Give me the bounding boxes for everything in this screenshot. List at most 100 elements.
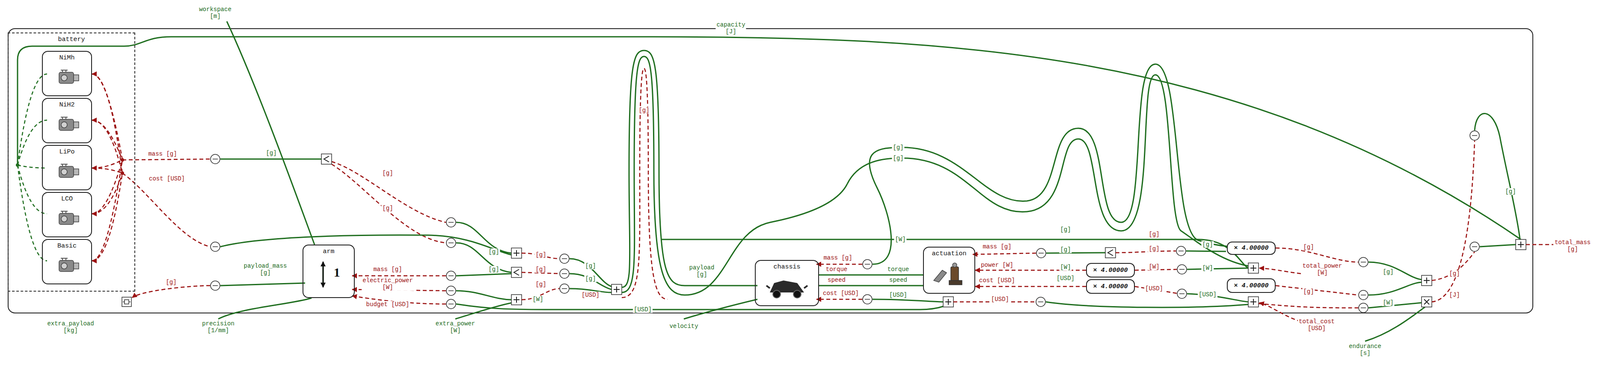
node-title: NiH2 bbox=[42, 101, 92, 109]
function-label: velocity bbox=[668, 323, 699, 330]
frame bbox=[8, 28, 1533, 314]
connector-circle bbox=[1036, 248, 1046, 259]
node-title: battery bbox=[8, 35, 135, 44]
component-box: Basic bbox=[41, 239, 93, 285]
function-label: precision [1/mm] bbox=[201, 320, 236, 335]
node-title: Basic bbox=[42, 242, 92, 250]
resource-label: speed bbox=[826, 276, 847, 284]
function-wire bbox=[569, 258, 612, 287]
connector-circle bbox=[559, 254, 570, 264]
function-wire bbox=[1045, 302, 1249, 308]
resource-wire bbox=[122, 159, 211, 161]
edge-label: cost [USD] bbox=[978, 277, 1016, 285]
function-wire bbox=[456, 243, 512, 273]
function-wire bbox=[456, 222, 512, 254]
component-box: arm1 bbox=[302, 244, 355, 299]
function-wire bbox=[1187, 293, 1249, 303]
resource-wire bbox=[132, 285, 211, 298]
multiplier-box: × 4.00000 bbox=[1226, 278, 1276, 294]
resource-wire bbox=[92, 173, 123, 262]
function-wire bbox=[869, 64, 1227, 265]
function-label: [USD] bbox=[1055, 275, 1076, 283]
function-label: payload_mass [g] bbox=[243, 262, 288, 277]
connector-circle bbox=[1469, 242, 1480, 252]
resource-label: total_cost [USD] bbox=[1297, 318, 1336, 333]
resource-label: total_mass [g] bbox=[1553, 239, 1592, 253]
icon bbox=[766, 280, 808, 299]
frame bbox=[949, 280, 962, 285]
resource-wire bbox=[331, 161, 446, 223]
function-label: endurance [s] bbox=[1347, 343, 1383, 357]
battery-icon bbox=[59, 211, 79, 225]
resource-wire bbox=[92, 74, 123, 174]
component-box: chassis bbox=[754, 260, 820, 307]
resource-wire bbox=[972, 253, 1036, 255]
function-wire bbox=[1186, 251, 1226, 252]
resource-wire bbox=[1431, 140, 1475, 303]
resource-label: [g] bbox=[1448, 270, 1461, 278]
connector-circle bbox=[1469, 130, 1480, 141]
function-label: [g] bbox=[1381, 268, 1395, 276]
function-wire bbox=[17, 36, 1521, 240]
function-wire bbox=[1368, 262, 1422, 280]
resource-label: mass [g] bbox=[372, 266, 403, 274]
function-label: [g] bbox=[584, 275, 597, 283]
function-wire bbox=[218, 298, 312, 320]
function-label: [W] bbox=[893, 236, 907, 244]
function-wire bbox=[220, 158, 322, 161]
resource-label: torque bbox=[825, 266, 849, 274]
function-wire bbox=[1368, 302, 1422, 309]
resource-label: [g] bbox=[637, 106, 651, 114]
connector-circle bbox=[559, 284, 570, 294]
resource-wire bbox=[1275, 248, 1359, 263]
resource-wire bbox=[92, 160, 123, 214]
multiplier-box: × 4.00000 bbox=[1086, 263, 1135, 278]
component-box: NiMh bbox=[41, 50, 93, 97]
function-label: [g] bbox=[891, 154, 905, 162]
resource-wire bbox=[92, 168, 123, 174]
frame bbox=[950, 267, 959, 282]
function-label: [W] bbox=[1201, 264, 1214, 272]
multiplier-text: × 4.00000 bbox=[1233, 282, 1269, 290]
function-wire bbox=[621, 50, 758, 288]
resource-label: [g] bbox=[1147, 231, 1161, 238]
resource-label: [g] bbox=[1302, 243, 1315, 251]
sum-operator bbox=[511, 294, 522, 306]
function-label: [W] bbox=[531, 296, 544, 303]
multiplier-text: × 4.00000 bbox=[1092, 267, 1128, 275]
shape bbox=[933, 270, 947, 283]
resource-label: cost [USD] bbox=[148, 175, 186, 183]
node-title: arm bbox=[303, 248, 354, 256]
resource-wire bbox=[1115, 251, 1176, 253]
function-label: [g] bbox=[584, 262, 597, 270]
resource-wire bbox=[92, 120, 123, 174]
function-wire bbox=[847, 74, 1249, 267]
resource-wire bbox=[92, 173, 123, 214]
resource-label: total_power [W] bbox=[1301, 262, 1343, 277]
resource-label: [W] bbox=[1147, 263, 1161, 271]
function-label: [g] bbox=[487, 266, 500, 274]
resource-wire bbox=[621, 68, 668, 300]
function-wire bbox=[1365, 307, 1425, 342]
connector-circle bbox=[1358, 257, 1369, 268]
function-label: extra_power [W] bbox=[434, 320, 476, 335]
resource-wire bbox=[816, 299, 863, 301]
function-label: [W] bbox=[1059, 264, 1072, 271]
resource-wire bbox=[1258, 303, 1359, 309]
junction-dot bbox=[772, 290, 781, 299]
connector-circle bbox=[446, 286, 456, 296]
resource-wire bbox=[1431, 252, 1475, 281]
resource-wire bbox=[352, 275, 446, 277]
connector-circle bbox=[446, 271, 456, 281]
unit-converter bbox=[121, 297, 132, 307]
edge-label: power [W] bbox=[979, 261, 1015, 269]
shape bbox=[322, 261, 324, 288]
compare-operator bbox=[321, 154, 332, 165]
resource-label: [USD] bbox=[1144, 285, 1164, 293]
function-label: extra_payload [kg] bbox=[46, 320, 95, 335]
node-title: LiPo bbox=[42, 148, 92, 156]
connector-circle bbox=[446, 299, 456, 309]
function-label: [g] bbox=[1059, 226, 1072, 234]
function-wire bbox=[569, 273, 612, 290]
